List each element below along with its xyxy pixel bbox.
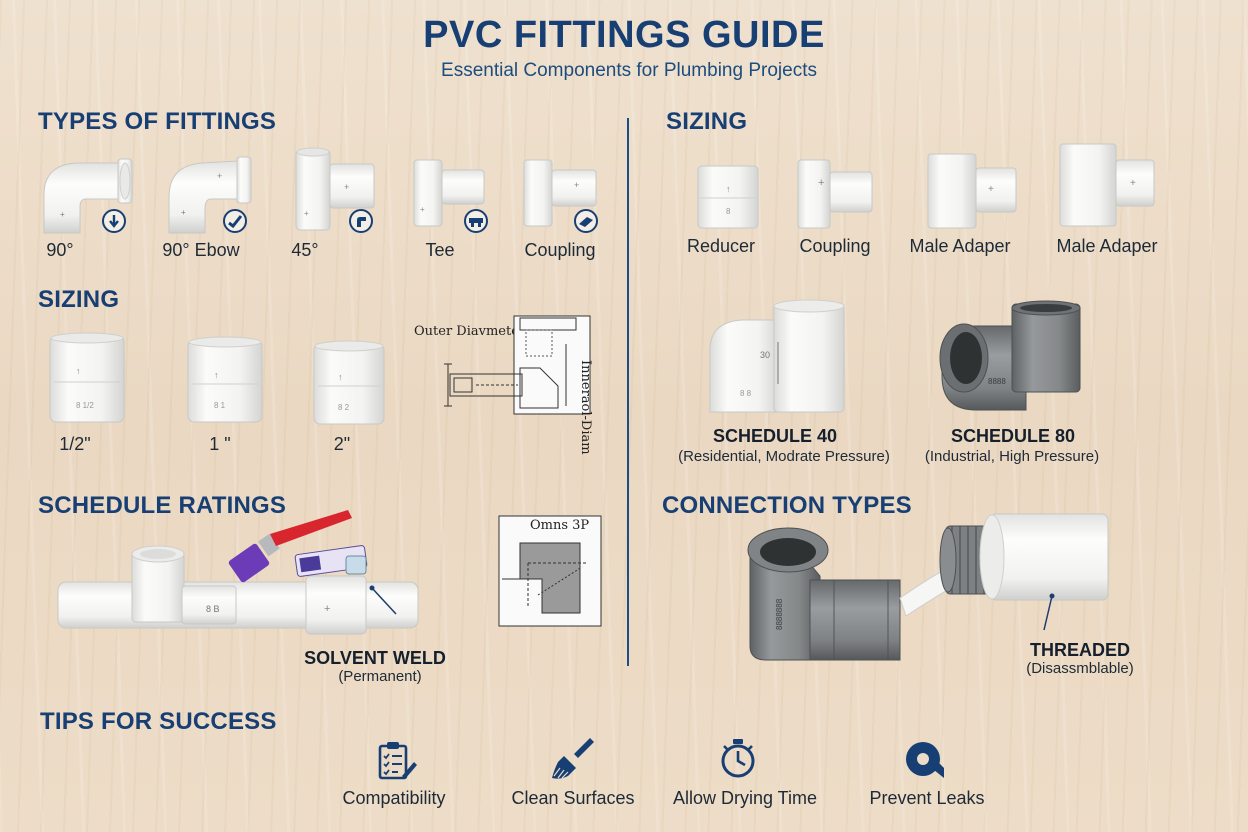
- tip-label-prevent-leaks: Prevent Leaks: [869, 788, 985, 808]
- tee-circle-icon: [464, 209, 488, 233]
- wall-thickness-diagram: Omns 3P: [498, 515, 602, 627]
- tip-label-allow-drying-time: Allow Drying Time: [672, 788, 818, 808]
- schedule-80-elbow-image: 8888: [939, 300, 1081, 411]
- elbow-90b-fitting-image: + +: [168, 156, 252, 234]
- pipe-half-inch-image: ↑ 8 1/2: [49, 332, 125, 423]
- fitting-label-90-ebow: 90° Ebow: [162, 240, 240, 260]
- svg-text:+: +: [574, 180, 579, 190]
- male-adapter-2-fitting-image: +: [1059, 143, 1155, 227]
- reducer-label: Reducer: [686, 236, 756, 256]
- reducer-fitting-image: ↑ 8: [697, 165, 759, 229]
- pipe-two-inch-image: ↑ 8 2: [313, 340, 385, 425]
- svg-text:↑: ↑: [76, 366, 81, 376]
- svg-text:30: 30: [760, 350, 770, 360]
- elbow-45-fitting-image: + +: [295, 147, 375, 231]
- threaded-label: THREADED: [1029, 640, 1130, 660]
- connection-types-heading: CONNECTION TYPES: [662, 492, 912, 519]
- arrow-down-circle-icon: [102, 209, 126, 233]
- svg-text:8: 8: [726, 207, 731, 216]
- size-label-two: 2": [333, 434, 351, 454]
- coupling-right-fitting-image: +: [797, 159, 873, 229]
- svg-text:8888: 8888: [988, 377, 1006, 386]
- page-title: PVC FITTINGS GUIDE: [423, 14, 825, 56]
- sizing-right-heading: SIZING: [666, 108, 748, 135]
- male-adapter-2-label: Male Adaper: [1056, 236, 1158, 256]
- threaded-note: (Disassmblable): [1026, 660, 1134, 677]
- svg-text:+: +: [420, 205, 425, 214]
- svg-text:+: +: [181, 208, 186, 217]
- solvent-weld-pipe-assembly-image: 8 B +: [57, 510, 419, 635]
- svg-text:+: +: [217, 171, 222, 181]
- schedule-40-elbow-image: 30 8 8: [709, 299, 845, 413]
- types-of-fittings-heading: TYPES OF FITTINGS: [38, 108, 277, 135]
- solvent-weld-note: (Permanent): [338, 668, 422, 685]
- svg-text:8888888: 8888888: [775, 598, 784, 630]
- schedule-ratings-heading: SCHEDULE RATINGS: [38, 492, 287, 519]
- elbow-90-fitting-image: +: [43, 158, 133, 234]
- wall-thickness-label: Omns 3P: [530, 518, 589, 533]
- fitting-label-45: 45°: [291, 240, 319, 260]
- svg-text:+: +: [304, 209, 309, 218]
- stopwatch-icon: [721, 739, 755, 778]
- pipe-one-inch-image: ↑ 8 1: [187, 336, 263, 423]
- fitting-label-90: 90°: [46, 240, 74, 260]
- page-subtitle: Essential Components for Plumbing Projec…: [441, 60, 817, 81]
- outer-diameter-label: Outer Diavmeter 1: [414, 324, 538, 339]
- svg-text:+: +: [324, 603, 330, 615]
- coupling-circle-icon: [574, 209, 598, 233]
- svg-text:+: +: [988, 184, 994, 195]
- svg-text:8 8: 8 8: [740, 389, 752, 398]
- svg-text:8 B: 8 B: [206, 604, 220, 614]
- male-adapter-1-label: Male Adaper: [909, 236, 1011, 256]
- schedule-80-note: (Industrial, High Pressure): [924, 448, 1100, 465]
- svg-text:+: +: [344, 182, 349, 192]
- diameter-diagram: Inneraol-Diam: [444, 315, 593, 455]
- brush-icon: [552, 738, 594, 779]
- tips-heading: TIPS FOR SUCCESS: [40, 708, 277, 735]
- inner-diameter-label: Inneraol-Diam: [578, 360, 593, 455]
- svg-text:8 1: 8 1: [214, 401, 226, 410]
- svg-text:↑: ↑: [214, 370, 219, 380]
- solvent-weld-label: SOLVENT WELD: [304, 648, 446, 668]
- schedule-40-note: (Residential, Modrate Pressure): [678, 448, 890, 465]
- size-label-one: 1 ": [209, 434, 231, 454]
- fitting-label-tee: Tee: [425, 240, 455, 260]
- check-circle-icon: [223, 209, 247, 233]
- coupling-right-label: Coupling: [799, 236, 871, 256]
- sizing-left-heading: SIZING: [38, 286, 120, 313]
- svg-text:8 1/2: 8 1/2: [76, 401, 94, 410]
- male-adapter-1-fitting-image: +: [927, 153, 1017, 229]
- tip-label-clean-surfaces: Clean Surfaces: [511, 788, 635, 808]
- svg-text:+: +: [818, 177, 824, 189]
- tape-roll-icon: [906, 742, 944, 778]
- section-divider: [627, 118, 629, 666]
- tip-label-compatibility: Compatibility: [342, 788, 446, 808]
- svg-text:+: +: [1130, 178, 1136, 189]
- coupling-fitting-image: +: [523, 159, 597, 227]
- svg-text:↑: ↑: [726, 184, 731, 194]
- fitting-label-coupling: Coupling: [524, 240, 596, 260]
- svg-text:8 2: 8 2: [338, 403, 350, 412]
- svg-text:+: +: [60, 210, 65, 219]
- schedule-80-title: SCHEDULE 80: [950, 426, 1076, 446]
- threaded-connection-image: 8888888: [747, 513, 1109, 661]
- elbow-circle-icon: [349, 209, 373, 233]
- svg-text:↑: ↑: [338, 372, 343, 382]
- clipboard-checklist-icon: [378, 742, 417, 780]
- tee-fitting-image: +: [413, 159, 485, 227]
- schedule-40-title: SCHEDULE 40: [712, 426, 838, 446]
- size-label-half: 1/2": [59, 434, 91, 454]
